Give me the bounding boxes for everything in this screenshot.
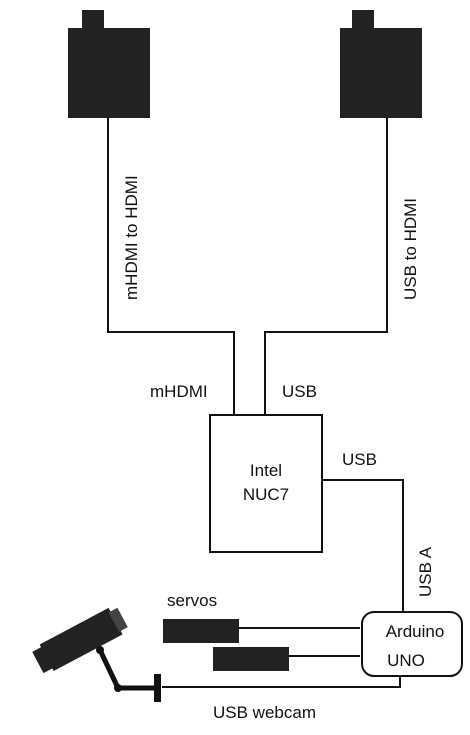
cable-usb-webcam <box>162 676 401 688</box>
label-usb-side: USB <box>342 450 377 469</box>
servo-icon <box>163 619 289 671</box>
nuc-label-line2: NUC7 <box>243 485 289 504</box>
nuc-label-line1: Intel <box>250 461 282 480</box>
cable-usb-to-hdmi <box>264 118 388 415</box>
label-usb-top: USB <box>282 382 317 401</box>
arduino-uno-box <box>361 611 463 677</box>
label-mhdmi-to-hdmi: mHDMI to HDMI <box>122 175 141 300</box>
label-usb-to-hdmi: USB to HDMI <box>401 198 420 300</box>
label-servos: servos <box>167 591 217 610</box>
label-mhdmi: mHDMI <box>150 382 208 401</box>
label-usb-a: USB A <box>416 546 435 597</box>
cable-mhdmi-to-hdmi <box>107 118 235 415</box>
cable-usb-nuc-arduino <box>322 479 404 612</box>
label-usb-webcam: USB webcam <box>213 703 316 722</box>
arduino-label-line1: Arduino <box>386 622 445 641</box>
intel-nuc-box <box>209 414 323 553</box>
webcam-icon <box>32 607 161 702</box>
arduino-label-line2: UNO <box>387 651 425 670</box>
display-icon-right <box>340 10 422 118</box>
display-icon-left <box>68 10 150 118</box>
